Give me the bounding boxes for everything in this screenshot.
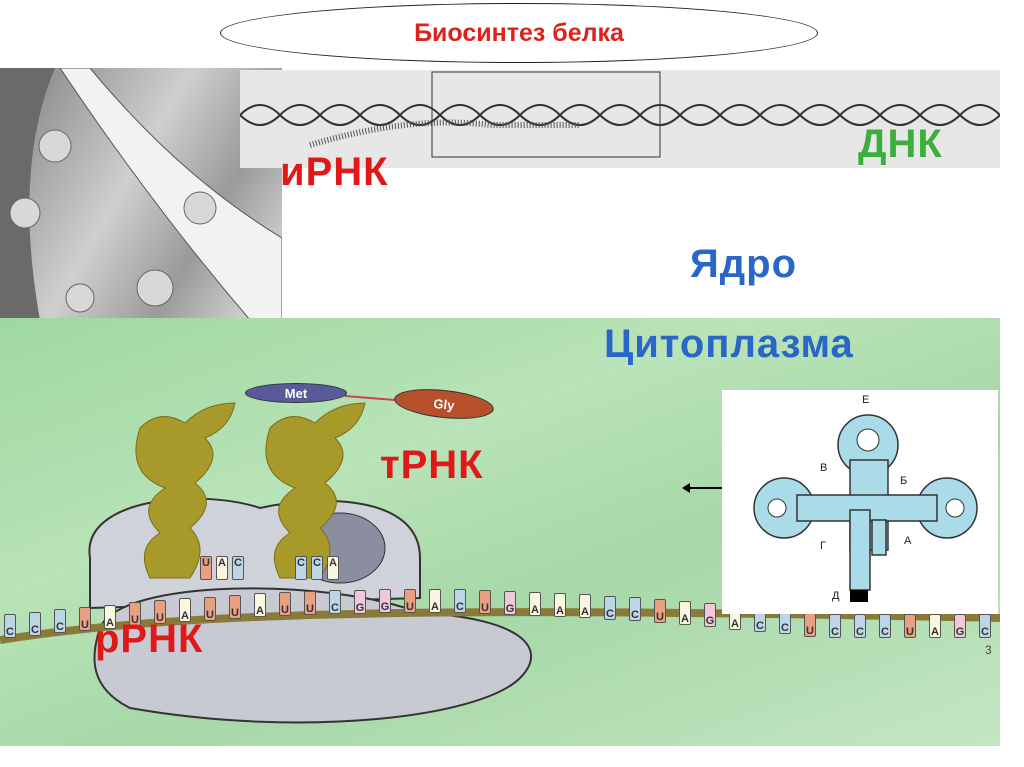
nuclear-pore-illustration [0, 67, 283, 321]
mrna-base: U [204, 596, 216, 621]
mrna-base: A [554, 592, 566, 617]
mrna-base: A [429, 589, 441, 614]
mrna-base: U [479, 589, 491, 614]
mrna-base: G [354, 589, 366, 614]
mrna-base: A [679, 601, 691, 626]
mrna-base: U [904, 614, 916, 638]
anticodon-base: A [327, 556, 339, 580]
mrna-base: G [379, 589, 391, 614]
mrna-base: U [279, 592, 291, 617]
mrna-base: G [954, 614, 966, 638]
ribosome-illustration [0, 395, 1000, 724]
title-oval: Биосинтез белка [220, 3, 818, 63]
cytoplasm-label: Цитоплазма [604, 322, 854, 366]
mrna-base: C [29, 611, 41, 636]
mrna-base: C [454, 589, 466, 614]
mrna-base: A [254, 593, 266, 618]
region-b-label: Б [900, 475, 908, 487]
mrna-base: C [54, 609, 66, 634]
trna-label: тРНК [380, 443, 484, 487]
mrna-base: A [529, 591, 541, 616]
nucleus-label: Ядро [690, 242, 798, 286]
rrna-label: рРНК [95, 617, 204, 661]
nuclear-envelope-image [0, 67, 283, 321]
anticodon-base: A [216, 556, 228, 580]
dna-helix-illustration [239, 71, 1001, 158]
mrna-base: U [229, 594, 241, 619]
mrna-base: C [329, 590, 341, 615]
region-g-label: Г [820, 540, 826, 552]
anticodon-base: C [311, 556, 323, 580]
mrna-base: G [504, 590, 516, 615]
region-v-label: В [820, 462, 828, 474]
mrna-base: U [154, 600, 166, 625]
mrna-base: A [179, 598, 191, 623]
region-d-label: Д [832, 590, 840, 602]
anticodon-base: C [232, 556, 244, 580]
mrna-base: C [879, 614, 891, 638]
mrna-base: U [129, 602, 141, 627]
region-e-label: Е [862, 394, 870, 406]
dna-label: ДНК [858, 122, 943, 166]
met-amino-acid: Met [245, 383, 347, 403]
mrna-base: A [579, 594, 591, 619]
mrna-base: C [829, 614, 841, 638]
slide-title: Биосинтез белка [414, 18, 624, 47]
mrna-base: U [304, 591, 316, 616]
region-a-label: А [904, 535, 912, 547]
page-number: 3 [985, 643, 992, 657]
anticodon-base: U [200, 556, 212, 580]
mrna-base: U [804, 612, 816, 637]
mrna-base: U [654, 599, 666, 624]
trna-structure-inset: Е В Б Г А Д [722, 390, 998, 614]
anticodon-base: C [295, 556, 307, 580]
mrna-label: иРНК [280, 150, 389, 194]
trna-cloverleaf-diagram [753, 414, 978, 602]
dna-strip-image [239, 70, 1001, 168]
mrna-base: C [979, 614, 991, 638]
mrna-base: G [704, 603, 716, 628]
mrna-base: U [79, 606, 91, 631]
mrna-base: C [629, 597, 641, 622]
mrna-base: C [854, 614, 866, 638]
mrna-base: C [4, 614, 16, 638]
mrna-base: C [604, 595, 616, 620]
mrna-base: U [404, 589, 416, 613]
mrna-base: A [104, 604, 116, 629]
mrna-base: A [929, 614, 941, 638]
